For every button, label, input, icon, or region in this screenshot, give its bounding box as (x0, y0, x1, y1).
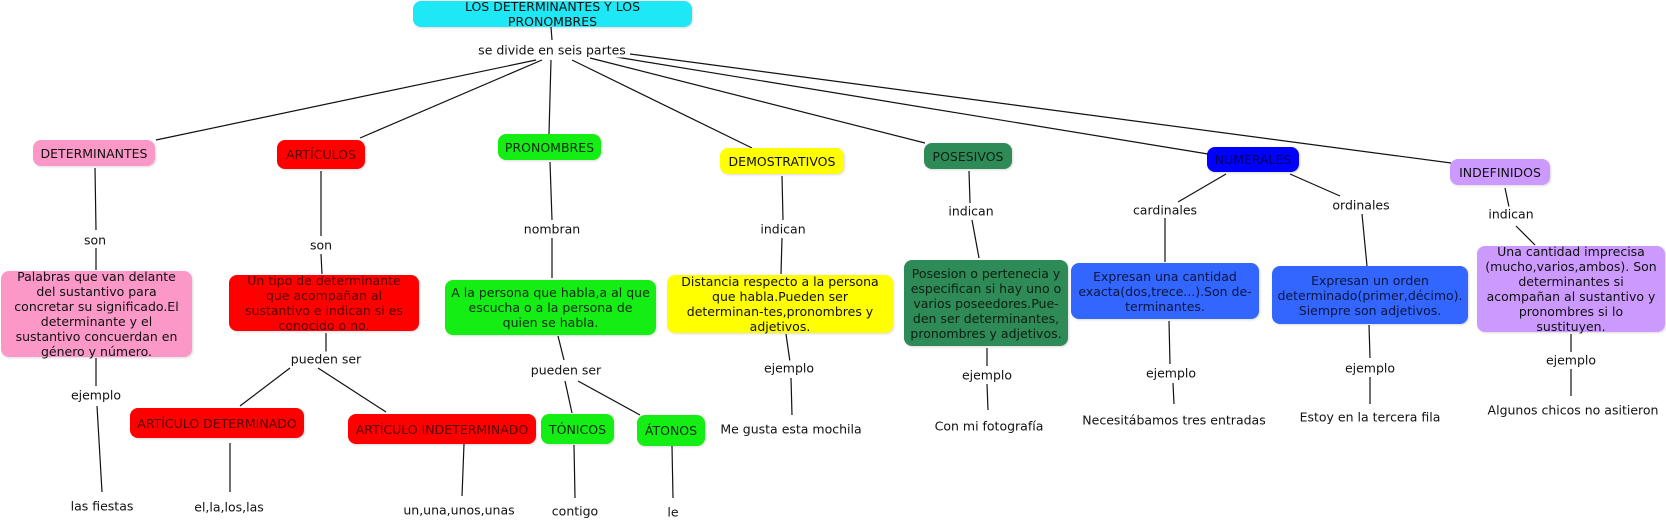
posesivos-example-link: ejemplo (959, 367, 1015, 383)
demostrativos-example-link: ejemplo (761, 360, 817, 376)
pronombres-description[interactable]: A la persona que habla,a al que escucha … (445, 280, 656, 335)
articulos-link: son (307, 237, 335, 253)
articulo-determinado-example: el,la,los,las (194, 499, 264, 515)
determinantes-description[interactable]: Palabras que van delante del sustantivo … (1, 269, 192, 359)
articulo-determinado-node[interactable]: ARTÍCULO DETERMINADO (130, 408, 304, 438)
demostrativos-example: Me gusta esta mochila (720, 421, 862, 437)
connector (577, 380, 641, 416)
connector (564, 380, 573, 414)
ordinales-example: Estoy en la tercera fila (1299, 409, 1441, 425)
demostrativos-description[interactable]: Distancia respecto a la persona que habl… (667, 274, 893, 334)
connector (986, 383, 989, 411)
demostrativos-node[interactable]: DEMOSTRATIVOS (720, 148, 844, 174)
connector (781, 175, 784, 221)
connector (968, 170, 971, 204)
connector (1289, 173, 1341, 197)
connector (461, 443, 465, 497)
connector (609, 55, 1209, 155)
root-link-phrase: se divide en seis partes (476, 42, 628, 58)
connector (96, 405, 103, 493)
connector (155, 59, 537, 141)
atonos-node[interactable]: ÁTONOS (637, 415, 705, 446)
connector (971, 219, 980, 259)
pronombres-node[interactable]: PRONOMBRES (498, 134, 601, 160)
cardinales-example-link: ejemplo (1143, 365, 1199, 381)
connector (629, 53, 1452, 164)
connector (1361, 213, 1368, 267)
tonicos-example: contigo (551, 503, 599, 519)
articulos-description[interactable]: Un tipo de determinante que acompañan al… (229, 273, 419, 333)
connector (549, 161, 553, 221)
indefinidos-description[interactable]: Una cantidad imprecisa (mucho,varios,amb… (1477, 244, 1665, 334)
connector (1504, 187, 1510, 208)
indefinidos-node[interactable]: INDEFINIDOS (1450, 159, 1550, 185)
atonos-example: le (667, 504, 679, 520)
connector (359, 59, 543, 139)
cardinales-link: cardinales (1130, 202, 1200, 218)
tonicos-node[interactable]: TÓNICOS (541, 414, 614, 444)
connector (780, 237, 783, 275)
determinantes-example-link: ejemplo (68, 387, 124, 403)
connector (550, 26, 553, 41)
ordinales-description[interactable]: Expresan un orden determinado(primer,déc… (1272, 266, 1468, 324)
connector (1177, 173, 1227, 203)
connector (1172, 382, 1175, 405)
posesivos-node[interactable]: POSESIVOS (924, 143, 1012, 169)
ordinales-example-link: ejemplo (1342, 360, 1398, 376)
articulos-node[interactable]: ARTÍCULOS (277, 140, 365, 169)
pronombres-sub-link: pueden ser (528, 362, 604, 378)
connector (573, 444, 576, 499)
connector (1368, 324, 1371, 359)
connector (1515, 225, 1536, 246)
connector (785, 333, 791, 363)
pronombres-link: nombran (521, 221, 583, 237)
connector (671, 445, 674, 499)
articulos-sub-link: pueden ser (288, 351, 364, 367)
posesivos-link: indican (946, 203, 996, 219)
determinantes-link: son (81, 232, 109, 248)
determinantes-node[interactable]: DETERMINANTES (33, 140, 155, 166)
indefinidos-example: Algunos chicos no asitieron (1487, 402, 1659, 418)
articulo-indeterminado-example: un,una,unos,unas (403, 502, 515, 518)
posesivos-description[interactable]: Posesion o pertenecia y especifican si h… (904, 260, 1068, 346)
indefinidos-example-link: ejemplo (1543, 352, 1599, 368)
connector (94, 167, 97, 231)
determinantes-example: las fiestas (70, 498, 134, 514)
connector (571, 59, 753, 149)
connector (589, 57, 926, 144)
posesivos-example: Con mi fotografía (934, 418, 1044, 434)
root-concept-node[interactable]: LOS DETERMINANTES Y LOS PRONOMBRES (413, 0, 692, 29)
ordinales-link: ordinales (1330, 197, 1392, 213)
connector (317, 367, 387, 413)
articulo-indeterminado-node[interactable]: ARTÍCULO INDETERMINADO (348, 414, 536, 444)
cardinales-description[interactable]: Expresan una cantidad exacta(dos,trece..… (1071, 263, 1259, 319)
connector (239, 367, 291, 407)
connector (790, 377, 793, 416)
connector (1168, 320, 1171, 365)
demostrativos-link: indican (758, 221, 808, 237)
cardinales-example: Necesitábamos tres entradas (1082, 412, 1266, 428)
numerales-node[interactable]: NUMERALES (1207, 147, 1299, 172)
connector (548, 59, 552, 135)
connector (557, 335, 565, 361)
connector (320, 253, 323, 275)
indefinidos-link: indican (1486, 206, 1536, 222)
